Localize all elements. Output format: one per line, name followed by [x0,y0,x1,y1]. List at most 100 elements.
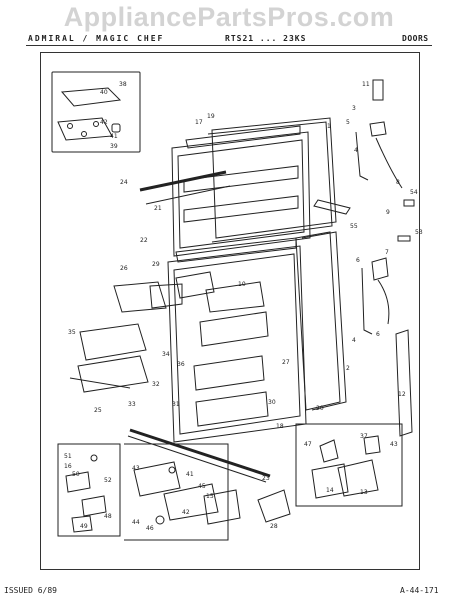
callout-14: 14 [326,487,334,494]
butter-bin [113,281,167,313]
callout-44: 44 [132,519,140,526]
callout-10: 10 [238,281,246,288]
callout-42b: 42 [182,509,190,516]
hinge-shim-plate [57,117,113,141]
callout-6: 6 [356,257,360,264]
callout-3: 3 [352,105,356,112]
callout-17: 17 [195,119,203,126]
callout-37: 37 [360,433,368,440]
footer-issued: ISSUED 6/89 [4,586,57,595]
callout-13: 13 [360,489,368,496]
callout-43b: 43 [390,441,398,448]
fresh-food-shelf-2 [193,355,265,391]
freezer-door-liner [171,131,311,257]
callout-19: 19 [207,113,215,120]
egg-tray [205,281,265,313]
callout-25: 25 [94,407,102,414]
callout-55: 55 [350,223,358,230]
callout-33: 33 [128,401,136,408]
callout-38: 38 [119,81,127,88]
hinge-bushing [111,123,121,133]
callout-9: 9 [386,209,390,216]
callout-34: 34 [162,351,170,358]
part-13 [337,459,379,497]
callout-16: 16 [64,463,72,470]
inset-box-grille [295,423,403,507]
callout-26: 26 [120,265,128,272]
freezer-door-shelf-upper [183,165,299,193]
header-rule [26,45,432,46]
part-55 [313,199,351,215]
inset-box-lower-hinge [57,443,121,537]
callout-2: 2 [346,365,350,372]
callout-7: 7 [385,249,389,256]
callout-12: 12 [398,391,406,398]
freezer-outer-door [211,117,337,239]
fresh-food-shelf-3 [195,391,269,427]
callout-43: 43 [132,465,140,472]
freezer-door-top-rail [185,125,301,149]
callout-22: 22 [140,237,148,244]
callout-46: 46 [146,525,154,532]
callout-28: 28 [270,523,278,530]
callout-20: 20 [316,405,324,412]
inset-box-hinge-top [51,71,141,153]
dairy-compartment [175,271,215,299]
callout-41: 41 [110,133,118,140]
cover-28 [257,489,291,523]
callout-45: 45 [198,483,206,490]
handle-trim [395,329,413,437]
watermark: AppliancePartsPros.com [63,2,395,32]
hinge-cover [372,79,384,101]
header-section: DOORS [402,34,429,43]
callout-1: 1 [327,123,331,130]
callout-41b: 41 [186,471,194,478]
callout-54: 54 [410,189,418,196]
fresh-food-door-top-rail [175,237,297,263]
callout-47: 47 [304,441,312,448]
callout-23: 23 [262,475,270,482]
callout-15: 15 [206,493,214,500]
bottom-hinge-bracket [133,461,181,497]
callout-53: 53 [415,229,423,236]
door-shelf-left-upper [79,323,147,361]
callout-48: 48 [104,513,112,520]
callout-52: 52 [104,477,112,484]
callout-35: 35 [68,329,76,336]
callout-49: 49 [80,523,88,530]
callout-8: 8 [396,179,400,186]
callout-31: 31 [172,401,180,408]
fresh-food-outer-door [295,231,341,411]
callout-50: 50 [72,471,80,478]
butter-bin-door [149,283,183,309]
callout-4: 4 [354,147,358,154]
footer-page-code: A-44-171 [400,586,439,595]
callout-39: 39 [110,143,118,150]
callout-labels: 38 40 42 41 39 17 19 1 3 5 11 4 8 54 9 5… [64,81,423,532]
hinge-shim-53 [397,235,411,242]
part-15 [203,489,241,525]
callout-30: 30 [268,399,276,406]
fresh-food-shelf-1 [199,311,269,347]
header-model: RTS21 ... 23KS [225,34,307,43]
callout-21: 21 [154,205,162,212]
callout-5: 5 [346,119,350,126]
callout-36: 36 [177,361,185,368]
top-hinge-plate [60,87,122,107]
header-brand: ADMIRAL / MAGIC CHEF [28,34,165,43]
callout-4b: 4 [352,337,356,344]
callout-27: 27 [282,359,290,366]
callout-32: 32 [152,381,160,388]
callout-40: 40 [100,89,108,96]
diagram-frame [40,52,420,570]
part-14 [311,463,349,499]
freezer-door-shelf-lower [183,195,299,223]
hinge-pin-54 [403,199,415,207]
callout-24: 24 [120,179,128,186]
callout-6b: 6 [376,331,380,338]
callout-18: 18 [276,423,284,430]
bottom-trim-strip [129,428,271,478]
callout-29: 29 [152,261,160,268]
callout-51: 51 [64,453,72,460]
